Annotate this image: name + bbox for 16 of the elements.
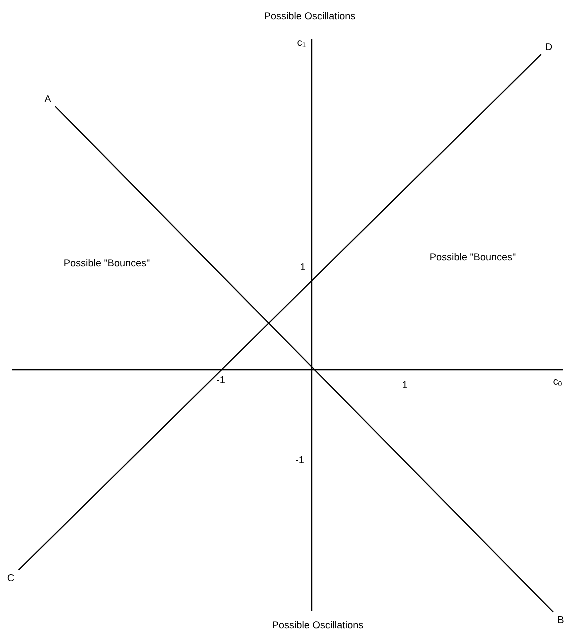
line-end-label: B — [558, 616, 564, 624]
region-label: Possible "Bounces" — [64, 259, 150, 267]
line-end-label: D — [546, 44, 552, 50]
line — [18, 54, 542, 571]
axis-label: c$_{1}$ — [298, 40, 306, 48]
region-label: Possible Oscillations — [265, 12, 356, 20]
line — [55, 106, 554, 613]
tick-label: -1 — [217, 376, 225, 384]
region-label: Possible "Bounces" — [430, 253, 516, 261]
tick-label: 1 — [301, 264, 306, 270]
line-end-label: C — [8, 574, 14, 582]
tick-label: 1 — [403, 382, 408, 388]
region-label: Possible Oscillations — [273, 621, 364, 629]
tick-label: -1 — [296, 456, 304, 464]
axis-label: c$_{0}$ — [554, 380, 562, 386]
line-end-label: A — [44, 96, 52, 102]
